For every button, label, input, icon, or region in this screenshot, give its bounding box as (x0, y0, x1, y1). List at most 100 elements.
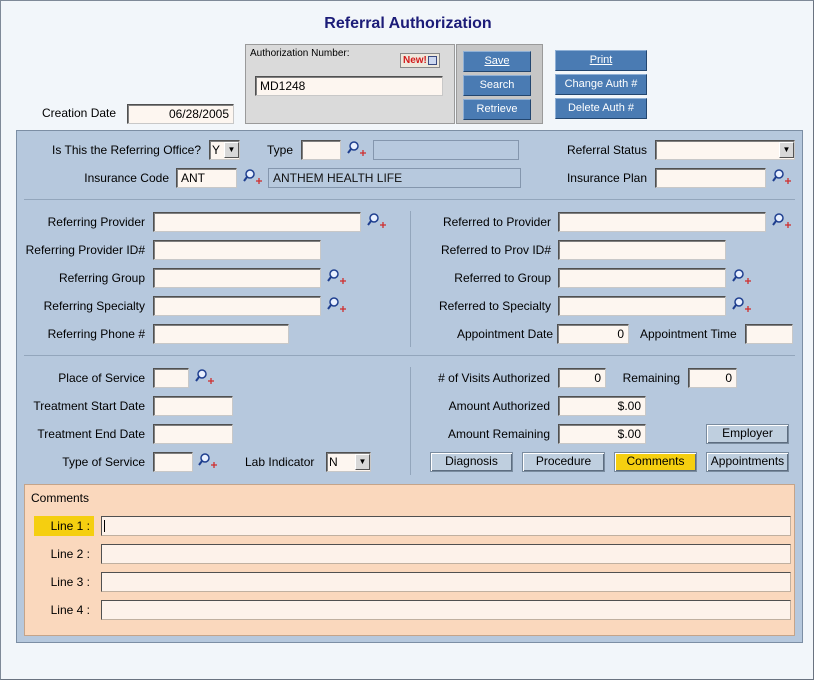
print-button[interactable]: Print (555, 50, 647, 71)
search-label: Search (479, 79, 515, 91)
new-label: New! (403, 55, 427, 66)
employer-button[interactable]: Employer (706, 424, 789, 444)
referring-group-lookup-icon[interactable] (327, 268, 347, 286)
referred-provider-lookup-icon[interactable] (772, 212, 792, 230)
treatment-end-input[interactable] (153, 424, 233, 444)
type-of-service-input[interactable] (153, 452, 193, 472)
referring-provider-id-input[interactable] (153, 240, 321, 260)
line-3-label: Line 3 : (50, 575, 90, 589)
chevron-down-icon[interactable]: ▼ (779, 142, 794, 158)
visits-authorized-input[interactable]: 0 (558, 368, 606, 388)
appointment-time-input[interactable] (745, 324, 793, 344)
referred-provider-input[interactable] (558, 212, 766, 232)
referred-group-label: Referred to Group (454, 271, 551, 285)
remaining-input[interactable]: 0 (688, 368, 737, 388)
tab-procedure[interactable]: Procedure (522, 452, 605, 472)
referring-provider-lookup-icon[interactable] (367, 212, 387, 230)
action-button-panel: Save Search Retrieve (456, 44, 543, 124)
appointment-date-input[interactable]: 0 (557, 324, 629, 344)
referring-specialty-input[interactable] (153, 296, 321, 316)
referred-group-lookup-icon[interactable] (732, 268, 752, 286)
amount-remaining-input[interactable]: $.00 (558, 424, 646, 444)
authorization-number-label: Authorization Number: (250, 48, 350, 59)
type-of-service-label: Type of Service (62, 455, 145, 469)
retrieve-button[interactable]: Retrieve (463, 99, 531, 120)
referral-status-label: Referral Status (566, 143, 647, 157)
change-auth-label: Change Auth # (564, 78, 638, 90)
place-of-service-input[interactable] (153, 368, 189, 388)
referring-specialty-lookup-icon[interactable] (327, 296, 347, 314)
delete-auth-button[interactable]: Delete Auth # (555, 98, 647, 119)
column-divider (410, 211, 411, 347)
insurance-code-input[interactable]: ANT (176, 168, 237, 188)
referring-phone-label: Referring Phone # (47, 327, 145, 341)
section-divider (24, 355, 795, 356)
amount-remaining-label: Amount Remaining (447, 427, 550, 441)
comment-line-2-input[interactable] (101, 544, 791, 564)
referred-specialty-input[interactable] (558, 296, 726, 316)
page-title: Referral Authorization (324, 15, 492, 32)
amount-authorized-label: Amount Authorized (448, 399, 550, 413)
insurance-name-field: ANTHEM HEALTH LIFE (268, 168, 521, 188)
referred-group-input[interactable] (558, 268, 726, 288)
insurance-code-label: Insurance Code (84, 171, 169, 185)
insurance-plan-lookup-icon[interactable] (772, 168, 792, 186)
new-authorization-button[interactable]: New! (400, 53, 440, 68)
lab-indicator-label: Lab Indicator (245, 455, 315, 469)
place-of-service-label: Place of Service (58, 371, 145, 385)
insurance-lookup-icon[interactable] (243, 168, 263, 186)
referring-office-value: Y (212, 143, 221, 157)
amount-authorized-input[interactable]: $.00 (558, 396, 646, 416)
save-button[interactable]: Save (463, 51, 531, 72)
type-of-service-lookup-icon[interactable] (198, 452, 218, 470)
column-divider (410, 367, 411, 475)
referring-specialty-label: Referring Specialty (43, 299, 145, 313)
place-of-service-lookup-icon[interactable] (195, 368, 215, 386)
comments-title: Comments (31, 491, 90, 505)
lab-indicator-value: N (329, 455, 338, 469)
insurance-plan-input[interactable] (655, 168, 766, 188)
referred-prov-id-label: Referred to Prov ID# (440, 243, 551, 257)
authorization-number-box: Authorization Number: New! MD1248 (245, 44, 455, 124)
text-cursor (104, 520, 105, 532)
line-1-label: Line 1 : (34, 516, 94, 536)
referred-specialty-lookup-icon[interactable] (732, 296, 752, 314)
comment-line-3-input[interactable] (101, 572, 791, 592)
referring-provider-input[interactable] (153, 212, 361, 232)
print-label: Print (589, 54, 613, 66)
referring-phone-input[interactable] (153, 324, 289, 344)
treatment-start-label: Treatment Start Date (33, 399, 145, 413)
retrieve-label: Retrieve (476, 103, 518, 115)
referring-provider-label: Referring Provider (47, 215, 145, 229)
comment-line-1-input[interactable] (101, 516, 791, 536)
authorization-number-input[interactable]: MD1248 (255, 76, 443, 96)
referred-provider-label: Referred to Provider (442, 215, 551, 229)
referring-office-label: Is This the Referring Office? (52, 143, 201, 157)
tab-diagnosis[interactable]: Diagnosis (430, 452, 513, 472)
referring-office-select[interactable]: Y ▼ (209, 140, 240, 160)
type-input[interactable] (301, 140, 341, 160)
appointment-date-label: Appointment Date (456, 327, 553, 341)
section-divider (24, 199, 795, 200)
change-auth-button[interactable]: Change Auth # (555, 74, 647, 95)
creation-date-field[interactable]: 06/28/2005 (127, 104, 234, 124)
referring-group-label: Referring Group (58, 271, 145, 285)
tab-appointments[interactable]: Appointments (706, 452, 789, 472)
visits-authorized-label: # of Visits Authorized (438, 371, 550, 385)
type-label: Type (267, 143, 294, 157)
referral-status-select[interactable]: ▼ (655, 140, 795, 160)
comment-line-4-input[interactable] (101, 600, 791, 620)
tab-comments[interactable]: Comments (614, 452, 697, 472)
lab-indicator-select[interactable]: N ▼ (326, 452, 371, 472)
save-label: Save (484, 55, 510, 67)
type-description-field (373, 140, 519, 160)
search-button[interactable]: Search (463, 75, 531, 96)
type-lookup-icon[interactable] (347, 140, 367, 158)
chevron-down-icon[interactable]: ▼ (355, 454, 370, 470)
creation-date-label: Creation Date (42, 106, 117, 120)
chevron-down-icon[interactable]: ▼ (224, 142, 239, 158)
referred-prov-id-input[interactable] (558, 240, 726, 260)
referring-group-input[interactable] (153, 268, 321, 288)
treatment-start-input[interactable] (153, 396, 233, 416)
